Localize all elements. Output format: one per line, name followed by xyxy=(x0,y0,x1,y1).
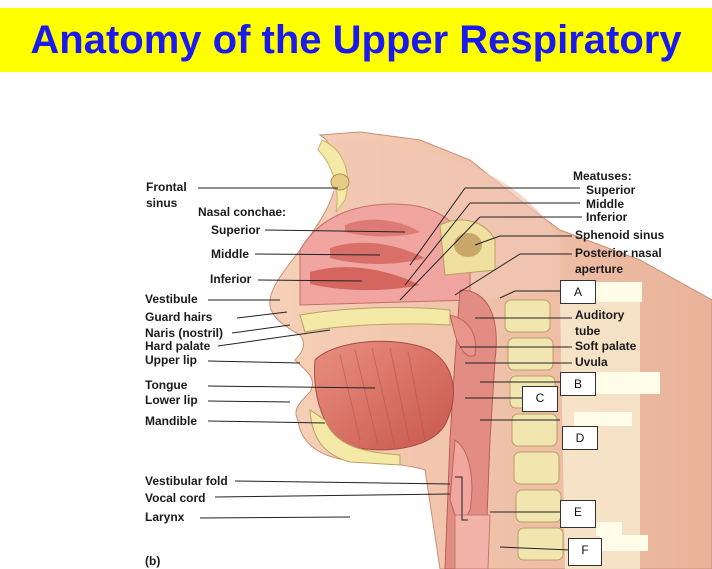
inferior-concha xyxy=(310,267,420,291)
label-meatus-inferior: Inferior xyxy=(586,210,628,224)
label-auditory-2: tube xyxy=(575,324,601,338)
label-meatuses: Meatuses: xyxy=(573,169,632,183)
label-meatus-superior: Superior xyxy=(586,183,636,197)
mandible-bone xyxy=(309,409,401,466)
label-hard-palate: Hard palate xyxy=(145,339,211,353)
answer-box-d[interactable]: D xyxy=(562,426,598,450)
label-middle-concha: Middle xyxy=(211,247,249,261)
label-posterior-nasal-1: Posterior nasal xyxy=(575,246,662,260)
erased-label-a xyxy=(596,282,642,302)
answer-box-a[interactable]: A xyxy=(560,280,596,304)
erased-label-e xyxy=(596,522,622,536)
label-tongue: Tongue xyxy=(145,378,188,392)
leader-lines xyxy=(198,187,582,551)
label-posterior-nasal-2: aperture xyxy=(575,262,624,276)
answer-box-b[interactable]: B xyxy=(560,372,596,396)
answer-box-f[interactable]: F xyxy=(568,538,602,566)
label-vestibule: Vestibule xyxy=(145,292,198,306)
label-naris: Naris (nostril) xyxy=(145,326,224,340)
trachea xyxy=(454,514,491,569)
label-vestibular-fold: Vestibular fold xyxy=(145,474,228,488)
label-meatus-middle: Middle xyxy=(586,197,624,211)
frontal-bone xyxy=(317,139,349,213)
label-lower-lip: Lower lip xyxy=(145,393,198,407)
label-vocal-cord: Vocal cord xyxy=(145,491,206,505)
page-title: Anatomy of the Upper Respiratory xyxy=(30,18,682,62)
label-upper-lip: Upper lip xyxy=(145,353,198,367)
answer-box-c[interactable]: C xyxy=(522,386,558,412)
sphenoid-sinus xyxy=(454,233,482,257)
label-superior-concha: Superior xyxy=(211,223,261,237)
label-uvula: Uvula xyxy=(575,355,608,369)
middle-concha xyxy=(330,242,425,264)
label-soft-palate: Soft palate xyxy=(575,339,637,353)
label-mandible: Mandible xyxy=(145,414,198,428)
label-inferior-concha: Inferior xyxy=(210,272,252,286)
tongue xyxy=(314,340,454,451)
label-nasal-conchae: Nasal conchae: xyxy=(198,205,287,219)
erased-label-f xyxy=(600,535,648,551)
label-larynx: Larynx xyxy=(145,510,185,524)
title-banner xyxy=(0,8,712,72)
erased-label-b xyxy=(596,372,660,394)
label-sphenoid-sinus: Sphenoid sinus xyxy=(575,228,665,242)
erased-label-d xyxy=(574,412,632,426)
soft-palate xyxy=(449,314,477,357)
hard-palate xyxy=(299,307,451,333)
figure-label: (b) xyxy=(145,554,161,568)
label-guard-hairs: Guard hairs xyxy=(145,310,213,324)
vertebral-column xyxy=(504,290,640,569)
label-frontal-sinus-1: Frontal xyxy=(146,180,187,194)
answer-box-e[interactable]: E xyxy=(560,500,596,528)
label-auditory-1: Auditory xyxy=(575,308,625,322)
label-frontal-sinus-2: sinus xyxy=(146,196,178,210)
frontal-sinus xyxy=(330,173,350,191)
